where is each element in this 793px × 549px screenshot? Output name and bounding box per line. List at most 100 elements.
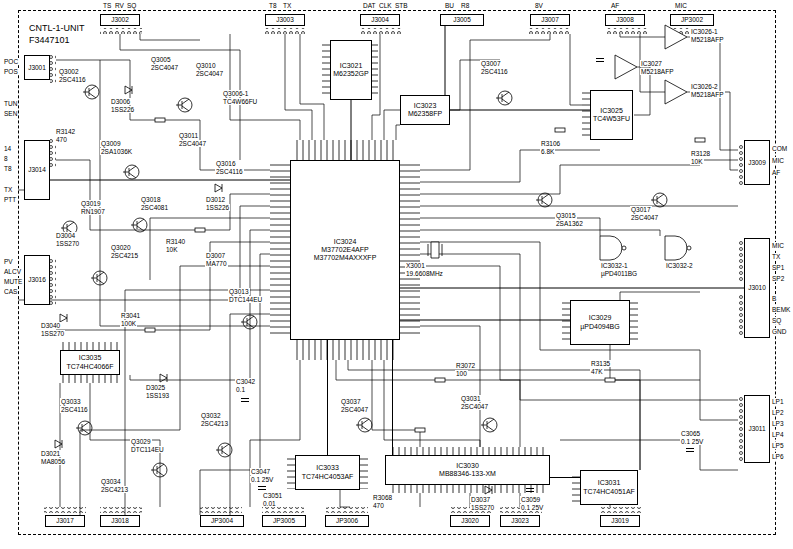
- component-label: 14: [3, 145, 12, 152]
- component-label: 1SS270: [40, 330, 65, 337]
- component-label: CAS: [3, 288, 18, 295]
- opamp-symbol: [615, 55, 637, 79]
- component-label: R3072: [455, 362, 476, 369]
- component-label: Q3034: [100, 478, 122, 485]
- component-label: 2SC4047: [150, 64, 179, 71]
- component-label: 2SC4116: [480, 68, 509, 75]
- unit-border: CNTL-1-UNITF3447101J3002J3003J3004J3005J…: [18, 10, 776, 535]
- component-label: Q3015: [555, 212, 577, 219]
- component-label: MA8056: [40, 458, 66, 465]
- component-label: R3041: [120, 312, 141, 319]
- component-label: IC3027: [640, 60, 663, 67]
- node-text: J3007: [541, 16, 559, 23]
- component-label: 0.1 25V: [520, 504, 544, 511]
- diode-symbol: [215, 184, 222, 192]
- ic-pins: [270, 164, 290, 336]
- node-text: J3011: [748, 425, 765, 432]
- component-label: D3040: [40, 322, 61, 329]
- component-label: 2SC4116: [58, 76, 87, 83]
- component-label: Q3010: [195, 62, 217, 69]
- node-text: JP3006: [336, 517, 358, 524]
- wire-connector: [327, 340, 328, 455]
- transistor-symbol: [216, 443, 232, 457]
- component-label: MUTE: [3, 278, 23, 285]
- component-label: D3021: [40, 450, 61, 457]
- component-label: SQ: [771, 317, 782, 324]
- component-label: TS: [102, 2, 112, 9]
- transistor-symbol: [536, 193, 552, 207]
- connector-box: J3004: [360, 14, 400, 26]
- component-label: 8V: [534, 2, 544, 9]
- component-label: PTT: [3, 196, 17, 203]
- component-label: R3106: [540, 140, 561, 147]
- component-label: Q3020: [110, 244, 132, 251]
- node-text: J3023: [511, 517, 529, 524]
- ic-chip: IC3031TC74HC4051AF: [580, 470, 638, 505]
- component-label: 2SC4047: [460, 403, 489, 410]
- component-label: µPD4011BG: [600, 270, 638, 277]
- component-label: Q3002: [58, 68, 80, 75]
- wire-connector: [50, 180, 290, 181]
- diode-symbol: [125, 86, 132, 94]
- diode-symbol: [485, 486, 492, 494]
- component-label: Q3019: [80, 200, 102, 207]
- component-label: B: [771, 295, 777, 302]
- node-text: J3016: [28, 276, 46, 283]
- component-label: C3059: [520, 496, 541, 503]
- connector-box: J3010: [744, 238, 770, 338]
- component-label: T8: [268, 2, 278, 9]
- component-label: RN1907: [80, 208, 106, 215]
- component-label: TX: [3, 186, 13, 193]
- component-label: C3051: [262, 492, 283, 499]
- ic-chip: IC3030MB88346-133-XM: [385, 455, 550, 485]
- transistor-symbol: [83, 85, 99, 99]
- node-text: µPD4094BG: [580, 323, 619, 331]
- connector-box: J3017: [45, 515, 85, 527]
- component-label: 470: [372, 502, 385, 509]
- component-label: DTC144EU: [228, 296, 263, 303]
- node-text: JP3002: [681, 16, 703, 23]
- node-text: TC74HC4053AF: [302, 473, 354, 481]
- node-text: IC3035: [79, 354, 102, 362]
- component-label: D3007: [205, 252, 226, 259]
- connector-box: J3008: [605, 14, 645, 26]
- component-label: BU: [444, 2, 455, 9]
- wire-connector: [400, 320, 570, 321]
- component-label: GND: [771, 328, 787, 335]
- component-label: R3140: [165, 238, 186, 245]
- component-label: Q3029: [130, 438, 152, 445]
- transistor-symbol: [176, 98, 192, 112]
- transistor-symbol: [356, 418, 372, 432]
- connector-pins: [262, 507, 304, 513]
- node-text: M37702M4AXXXFP: [314, 254, 377, 262]
- component-label: 2SC4081: [140, 204, 169, 211]
- component-label: Q3009: [100, 140, 122, 147]
- connector-box: J3009: [744, 140, 770, 185]
- transistor-symbol: [151, 463, 167, 477]
- ic-pins: [582, 92, 590, 138]
- opamp-symbol: [665, 25, 687, 49]
- component-label: Q3037: [340, 398, 362, 405]
- node-text: JP3004: [211, 517, 233, 524]
- capacitor-symbol: [526, 489, 534, 492]
- node-text: J3014: [28, 166, 46, 173]
- component-label: IC3032-2: [665, 262, 694, 269]
- node-text: IC3023: [414, 102, 437, 110]
- gate-symbol: [665, 236, 691, 260]
- component-label: DAT: [362, 2, 377, 9]
- node-text: IC3024: [334, 238, 357, 246]
- component-label: PV: [3, 258, 14, 265]
- component-label: AF: [610, 2, 620, 9]
- resistor-symbol: [415, 428, 425, 432]
- connector-box: J3002: [100, 14, 140, 26]
- component-label: 1SS270: [470, 504, 495, 511]
- resistor-symbol: [435, 378, 445, 382]
- node-text: J3004: [371, 16, 389, 23]
- ic-chip: IC3033TC74HC4053AF: [295, 455, 360, 490]
- connector-box: JP3002: [670, 14, 714, 26]
- connector-pins: [528, 28, 570, 34]
- component-label: 2SA1036K: [100, 148, 133, 155]
- ic-pins: [388, 447, 548, 455]
- component-label: IC3026-1: [690, 28, 719, 35]
- connector-box: J3018: [100, 515, 140, 527]
